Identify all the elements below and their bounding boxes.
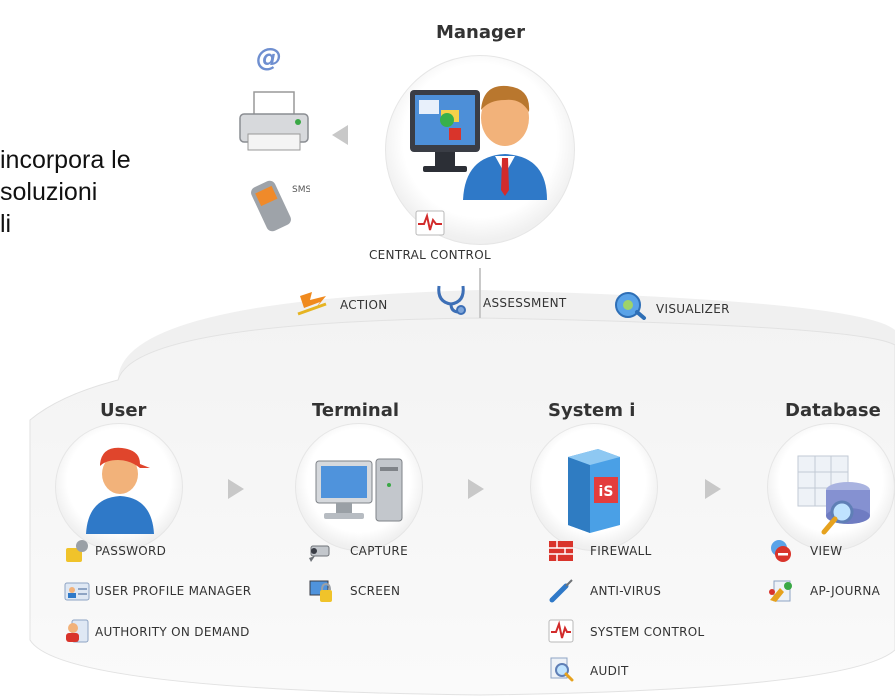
side-text-line-1: incorpora le	[0, 146, 131, 174]
database-item-view: VIEW	[810, 544, 843, 558]
side-text-line-2: soluzioni	[0, 178, 98, 206]
email-icon: @	[256, 43, 282, 73]
stethoscope-icon	[437, 285, 466, 315]
manager-title: Manager	[436, 22, 525, 43]
view-icon	[771, 540, 791, 562]
user-title: User	[100, 400, 147, 421]
manager-monitor-person-icon	[410, 85, 547, 200]
user-item-password: PASSWORD	[95, 544, 167, 558]
system-i-server-icon: iS	[568, 449, 620, 533]
central-control-label: CENTRAL CONTROL	[369, 248, 491, 262]
visualizer-label: VISUALIZER	[656, 302, 730, 316]
svg-text:SMS: SMS	[292, 185, 310, 195]
user-item-authority-on-demand: AUTHORITY ON DEMAND	[95, 625, 250, 639]
authority-on-demand-icon	[66, 619, 89, 643]
system-item-audit: AUDIT	[590, 664, 629, 678]
central-control-icon	[415, 210, 445, 236]
user-profile-card-icon	[64, 582, 90, 601]
user-item-profile-manager: USER PROFILE MANAGER	[95, 584, 252, 598]
system-item-anti-virus: ANTI-VIRUS	[590, 584, 662, 598]
screen-lock-icon	[309, 580, 332, 602]
visualizer-icon	[615, 292, 646, 320]
system-title: System i	[548, 400, 636, 421]
system-item-system-control: SYSTEM CONTROL	[590, 625, 705, 639]
side-text-line-3: li	[0, 210, 12, 238]
mobile-phone-icon: SMS	[251, 180, 310, 232]
arrow-user-to-terminal	[228, 479, 244, 499]
capture-camera-icon	[309, 545, 330, 562]
database-title: Database	[785, 400, 881, 421]
assessment-label: ASSESSMENT	[483, 296, 567, 310]
firewall-icon	[549, 541, 573, 561]
arrow-terminal-to-system	[468, 479, 484, 499]
terminal-computer-icon	[315, 458, 403, 522]
password-key-icon	[66, 540, 88, 562]
anti-virus-syringe-icon	[549, 579, 573, 603]
action-label: ACTION	[340, 298, 388, 312]
terminal-item-screen: SCREEN	[350, 584, 401, 598]
action-icon	[297, 292, 327, 316]
audit-icon	[550, 657, 574, 682]
database-item-ap-journal: AP-JOURNA	[810, 584, 881, 598]
arrow-to-outputs	[332, 125, 348, 145]
svg-text:iS: iS	[599, 484, 614, 500]
printer-icon	[239, 91, 309, 151]
terminal-item-capture: CAPTURE	[350, 544, 408, 558]
svg-text:@: @	[256, 43, 282, 73]
system-control-icon	[548, 619, 574, 643]
terminal-title: Terminal	[312, 400, 400, 421]
ap-journal-icon	[769, 580, 792, 602]
system-item-firewall: FIREWALL	[590, 544, 652, 558]
user-person-icon	[86, 447, 154, 534]
arrow-system-to-database	[705, 479, 721, 499]
database-view-icon	[797, 455, 870, 535]
